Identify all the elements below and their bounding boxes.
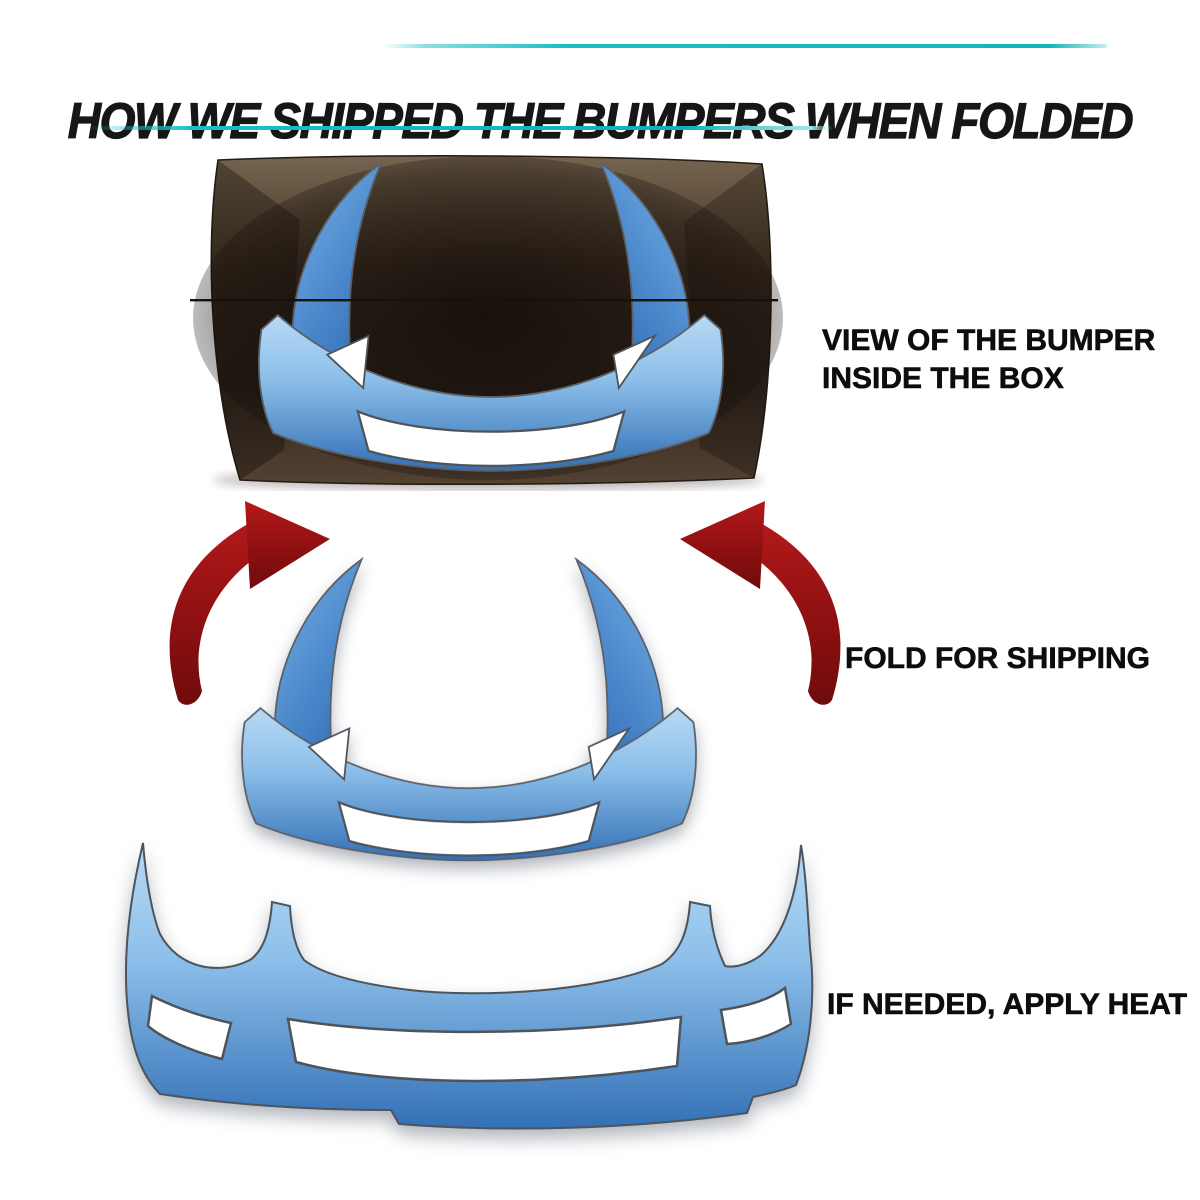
caption-line: FOLD FOR SHIPPING — [845, 642, 1151, 676]
box-illustration — [190, 155, 783, 489]
box-edge-line — [190, 299, 778, 302]
caption-fold-for-shipping: FOLD FOR SHIPPING — [845, 640, 1151, 678]
fold-arrow-right — [680, 501, 841, 705]
left-fog-light-cutout — [146, 994, 233, 1061]
right-fog-light-cutout — [719, 985, 793, 1046]
caption-apply-heat: IF NEEDED, APPLY HEAT — [827, 986, 1188, 1024]
grille-cutout — [286, 1015, 683, 1083]
caption-view-inside-box: VIEW OF THE BUMPER INSIDE THE BOX — [822, 322, 1156, 398]
caption-line: IF NEEDED, APPLY HEAT — [827, 988, 1188, 1022]
caption-line: INSIDE THE BOX — [822, 362, 1064, 396]
fold-illustration — [169, 501, 841, 861]
accent-line-top — [383, 44, 1107, 48]
unfolded-bumper-illustration — [124, 842, 814, 1130]
unfolded-bumper — [124, 842, 814, 1130]
page-title: HOW WE SHIPPED THE BUMPERS WHEN FOLDED — [67, 92, 1134, 149]
caption-line: VIEW OF THE BUMPER — [822, 324, 1156, 358]
accent-line-bottom — [85, 126, 833, 130]
bumper-body — [124, 842, 814, 1130]
folded-bumper — [242, 559, 696, 860]
